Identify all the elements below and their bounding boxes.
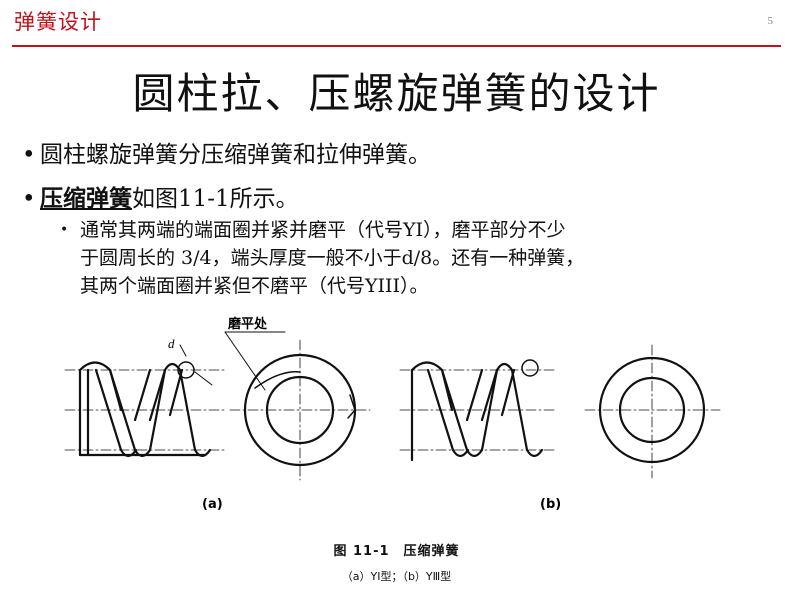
spring-b-side-view bbox=[410, 361, 544, 462]
slide-title: 圆柱拉、压螺旋弹簧的设计 bbox=[132, 69, 661, 118]
bullet-2-text: 如图11-1所示。 bbox=[132, 186, 299, 212]
sub-line-1: 通常其两端的端面圈并紧并磨平（代号YI），磨平部分不少 bbox=[80, 219, 566, 241]
header-title: 弹簧设计 bbox=[14, 10, 102, 34]
label-grind: 磨平处 bbox=[228, 316, 268, 332]
label-d: d bbox=[168, 336, 175, 351]
spring-figure: d 磨平处 (a) (b) bbox=[64, 316, 721, 512]
bullet-dot: • bbox=[22, 142, 36, 168]
sub-bullet-dot: • bbox=[60, 222, 69, 238]
grind-leader bbox=[224, 331, 266, 391]
bullet-2: •压缩弹簧如图11-1所示。 bbox=[22, 179, 299, 213]
bullet-2-emphasis: 压缩弹簧 bbox=[40, 185, 132, 212]
d-leader bbox=[179, 344, 187, 357]
bullet-dot: • bbox=[22, 186, 36, 212]
wire-section-b bbox=[521, 359, 539, 377]
bullet-1-text: 圆柱螺旋弹簧分压缩弹簧和拉伸弹簧。 bbox=[40, 142, 431, 168]
figure-subcaption: （a）YⅠ型；（b）YⅢ型 bbox=[341, 570, 452, 583]
sub-bullet: • 通常其两端的端面圈并紧并磨平（代号YI），磨平部分不少 于圆周长的 3/4，… bbox=[60, 216, 772, 300]
label-a: (a) bbox=[202, 497, 223, 512]
label-b: (b) bbox=[540, 497, 561, 512]
page-number: 5 bbox=[767, 15, 774, 27]
sub-line-3: 其两个端面圈并紧但不磨平（代号YIII）。 bbox=[80, 275, 429, 297]
bullet-1: •圆柱螺旋弹簧分压缩弹簧和拉伸弹簧。 bbox=[22, 135, 431, 169]
header-divider bbox=[12, 45, 781, 47]
sub-line-2: 于圆周长的 3/4，端头厚度一般不小于d/8。还有一种弹簧， bbox=[80, 247, 585, 269]
figure-caption: 图 11-1 压缩弹簧 bbox=[333, 544, 460, 559]
